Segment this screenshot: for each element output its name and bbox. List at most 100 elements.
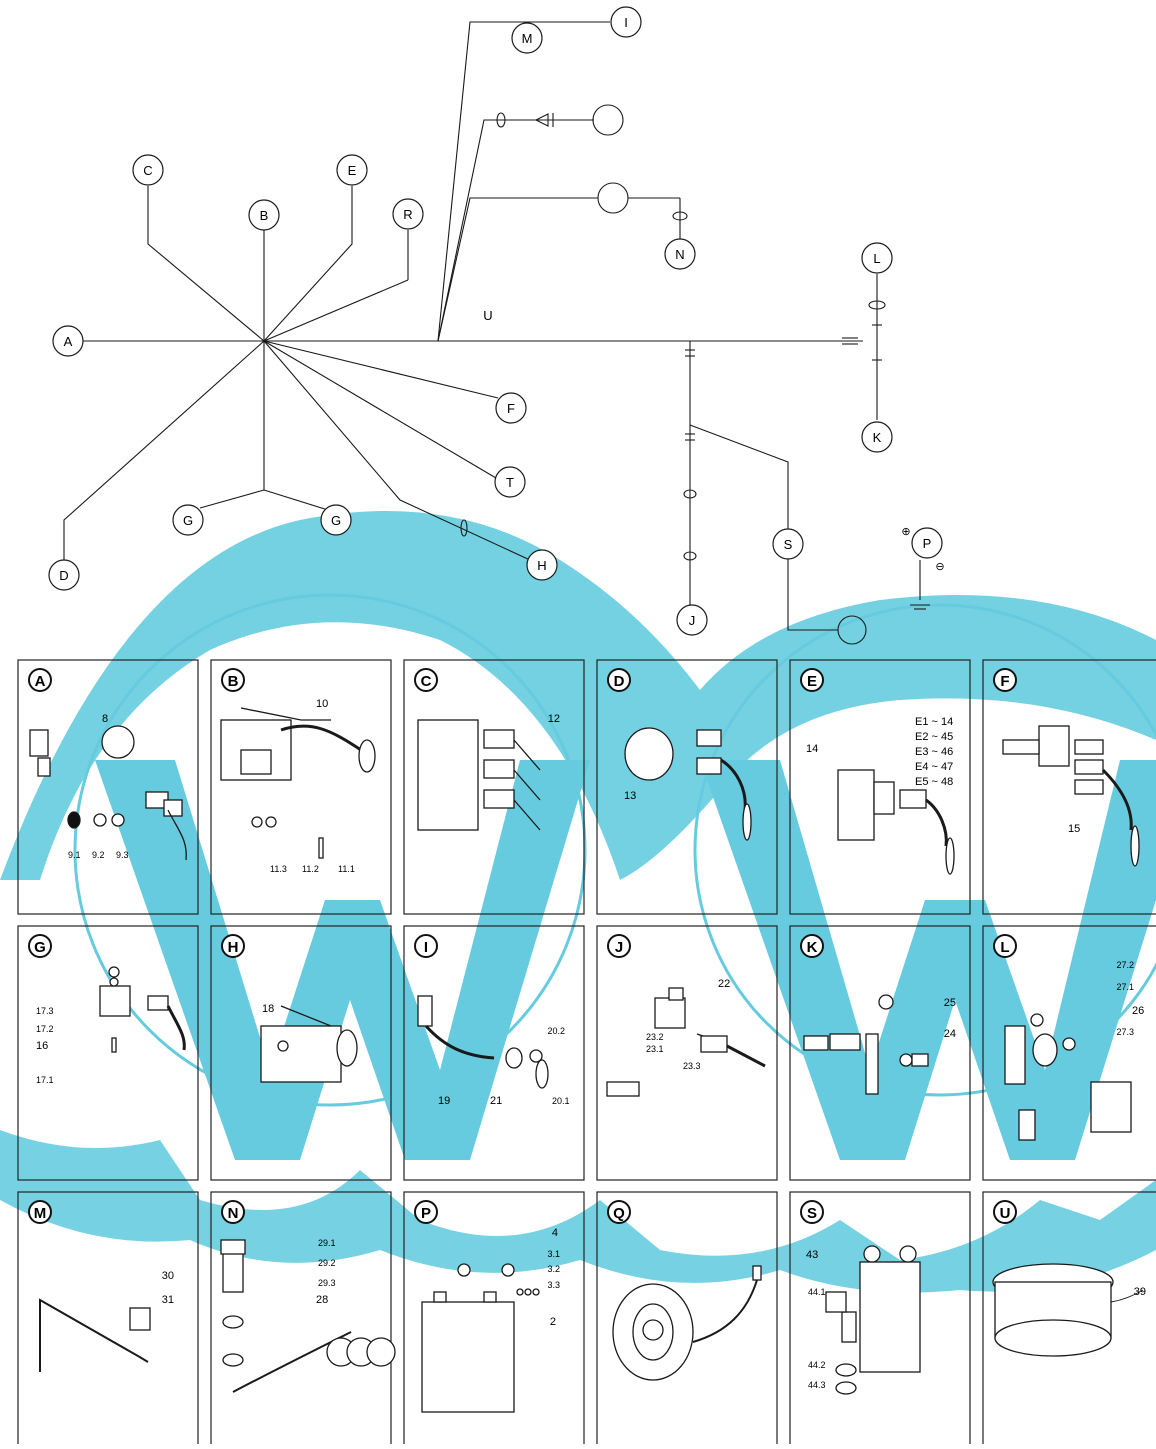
panel-border — [403, 659, 585, 915]
part-label: 16 — [36, 1040, 48, 1052]
panel-n: N29.129.229.328 — [210, 1191, 396, 1447]
panel-letter-badge — [607, 934, 631, 958]
node-circle — [52, 325, 84, 357]
panel-letter-badge — [800, 668, 824, 692]
part-label: 4 — [552, 1227, 558, 1239]
part-label: 9.3 — [116, 850, 129, 860]
part-label: 30 — [162, 1270, 174, 1282]
panel-letter: C — [421, 673, 432, 690]
panel-letter-badge — [993, 668, 1017, 692]
part-label: 44.3 — [808, 1380, 826, 1390]
panel-letter: S — [807, 1205, 817, 1222]
panel-letter-badge — [28, 1200, 52, 1224]
panel-border — [596, 659, 778, 915]
part-label: 26 — [1132, 1005, 1144, 1017]
part-label: 27.1 — [1116, 982, 1134, 992]
part-label: 29.3 — [318, 1278, 336, 1288]
part-label: 22 — [718, 978, 730, 990]
panel-border — [982, 925, 1156, 1181]
panel-letter: F — [1000, 673, 1009, 690]
part-label: 23.1 — [646, 1044, 664, 1054]
watermark-w-left — [95, 760, 590, 1160]
part-drawing-b — [220, 707, 376, 859]
panel-border — [17, 659, 199, 915]
part-label: 23.3 — [683, 1061, 701, 1071]
node-circle — [911, 527, 943, 559]
node-label: L — [873, 251, 880, 266]
node-c: C — [132, 154, 164, 186]
part-label: 27.3 — [1116, 1027, 1134, 1037]
panel-letter: L — [1000, 939, 1009, 956]
part-label: E4 ~ 47 — [915, 761, 953, 773]
panel-d: D13 — [596, 659, 778, 915]
panel-letter-badge — [28, 934, 52, 958]
node-circle — [320, 504, 352, 536]
part-label: 11.1 — [338, 864, 355, 874]
trunk-label: U — [483, 308, 492, 323]
part-label: 3.1 — [547, 1249, 560, 1259]
part-label: 21 — [490, 1095, 502, 1107]
node-label: B — [260, 208, 269, 223]
panel-letter-badge — [800, 934, 824, 958]
node-h: H — [526, 549, 558, 581]
panel-letter-badge — [414, 934, 438, 958]
panel-letter: J — [615, 939, 623, 956]
panel-letter-badge — [800, 1200, 824, 1224]
node-m: M — [511, 22, 543, 54]
node-g2: G — [320, 504, 352, 536]
panel-letter: D — [614, 673, 625, 690]
panel-border — [596, 925, 778, 1181]
node-label: E — [348, 163, 357, 178]
part-label: 17.1 — [36, 1075, 54, 1085]
panel-letter-badge — [993, 1200, 1017, 1224]
node-label: G — [331, 513, 341, 528]
node-n: N — [664, 238, 696, 270]
node-circle — [495, 392, 527, 424]
part-label: 44.2 — [808, 1360, 826, 1370]
part-drawing-h — [260, 1005, 358, 1083]
panel-letter: G — [34, 939, 46, 956]
panel-letter: H — [228, 939, 239, 956]
node-circle — [172, 504, 204, 536]
watermark-ring-right — [693, 603, 1156, 1097]
panel-letter: A — [35, 673, 46, 690]
node-label: T — [506, 475, 514, 490]
node-label: K — [873, 430, 882, 445]
panel-h: H 18 — [210, 925, 392, 1181]
part-drawing-s — [825, 1245, 921, 1395]
panel-f: F15 — [982, 659, 1156, 915]
part-label: 28 — [316, 1294, 328, 1306]
node-circle — [248, 199, 280, 231]
panel-letter: N — [228, 1205, 239, 1222]
panel-q: Q — [596, 1191, 778, 1447]
panel-letter-badge — [28, 668, 52, 692]
panel-border — [17, 925, 199, 1181]
part-label: 23.2 — [646, 1032, 664, 1042]
part-label: 18 — [262, 1003, 274, 1015]
part-drawing-c — [417, 719, 541, 831]
node-g1: G — [172, 504, 204, 536]
part-label: E3 ~ 46 — [915, 746, 953, 758]
part-drawing-n — [220, 1239, 396, 1393]
part-label: 17.3 — [36, 1006, 54, 1016]
part-drawing-f — [1002, 725, 1140, 867]
panel-letter-badge — [221, 668, 245, 692]
node-label: F — [507, 401, 515, 416]
panel-border — [789, 925, 971, 1181]
part-label: 8 — [102, 713, 108, 725]
part-label: 14 — [806, 743, 818, 755]
part-drawing-g — [99, 966, 186, 1053]
panel-u: U39 — [982, 1191, 1156, 1447]
node-circle — [861, 421, 893, 453]
node-circle — [392, 198, 424, 230]
part-label: 17.2 — [36, 1024, 54, 1034]
panel-letter-badge — [414, 1200, 438, 1224]
node-circle — [494, 466, 526, 498]
node-e: E — [336, 154, 368, 186]
node-circle — [48, 559, 80, 591]
panel-letter: P — [421, 1205, 431, 1222]
node-label: S — [784, 537, 793, 552]
